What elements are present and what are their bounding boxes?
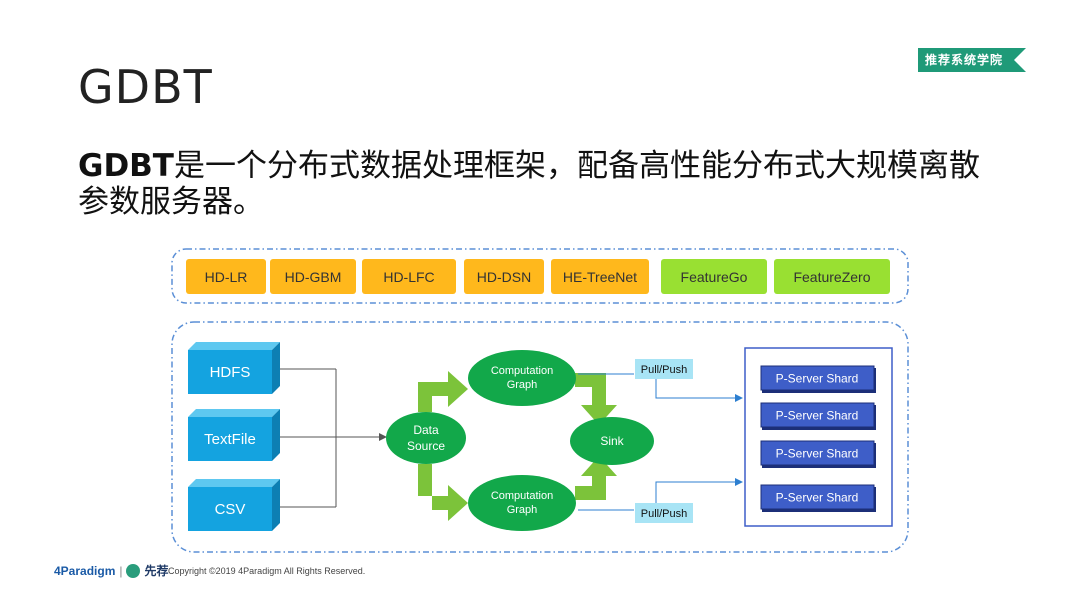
source-box-csv: CSV (188, 479, 280, 531)
description: GDBT是一个分布式数据处理框架，配备高性能分布式大规模离散参数服务器。 (78, 148, 1008, 220)
pull-push-top: Pull/Push (635, 359, 693, 379)
algorithm-label: FeatureZero (793, 269, 870, 285)
description-bold: GDBT (78, 148, 174, 184)
data-source-label-2: Source (407, 439, 445, 453)
graph-bottom-label-2: Graph (507, 504, 538, 516)
server-shard-3: P-Server Shard (760, 440, 876, 468)
algorithm-label: HD-DSN (477, 269, 531, 285)
algorithm-box-hd-lfc: HD-LFC (362, 259, 456, 294)
logo-separator: | (119, 563, 123, 578)
algorithm-box-hd-gbm: HD-GBM (270, 259, 356, 294)
algorithm-box-featurezero: FeatureZero (774, 259, 890, 294)
node-computation-graph-top: Computation Graph (468, 350, 576, 406)
flow-arrows (418, 371, 617, 521)
copyright: Copyright ©2019 4Paradigm All Rights Res… (168, 566, 366, 576)
footer-logo: 4Paradigm | 先荐 (54, 562, 169, 579)
data-source-label-1: Data (413, 423, 439, 437)
graph-top-label-1: Computation (491, 365, 553, 377)
algorithm-box-he-treenet: HE-TreeNet (551, 259, 649, 294)
xianjian-logo-icon (126, 563, 141, 578)
node-sink: Sink (570, 417, 654, 465)
server-shard-label: P-Server Shard (776, 409, 859, 423)
server-shard-label: P-Server Shard (776, 491, 859, 505)
server-connectors (578, 373, 743, 511)
algorithm-label: HD-LFC (383, 269, 434, 285)
source-connectors (280, 368, 387, 508)
server-shard-label: P-Server Shard (776, 372, 859, 386)
algorithm-box-hd-dsn: HD-DSN (464, 259, 544, 294)
pull-push-bottom-label: Pull/Push (641, 508, 687, 520)
algorithm-label: FeatureGo (681, 269, 748, 285)
algorithm-label: HD-GBM (285, 269, 342, 285)
paradigm-logo-text: 4Paradigm (54, 563, 116, 578)
algorithm-box-featurego: FeatureGo (661, 259, 767, 294)
page-title: GDBT (78, 60, 213, 114)
algorithm-box-hd-lr: HD-LR (186, 259, 266, 294)
pull-push-bottom: Pull/Push (635, 503, 693, 523)
algorithms-container (171, 248, 909, 304)
xianjian-logo-text: 先荐 (144, 564, 169, 578)
source-label: TextFile (204, 431, 256, 448)
node-computation-graph-bottom: Computation Graph (468, 475, 576, 531)
server-shard-1: P-Server Shard (760, 365, 876, 393)
server-shard-4: P-Server Shard (760, 484, 876, 512)
node-data-source: Data Source (386, 412, 466, 464)
algorithm-label: HD-LR (205, 269, 248, 285)
source-box-textfile: TextFile (188, 409, 280, 461)
source-box-hdfs: HDFS (188, 342, 280, 394)
graph-bottom-label-1: Computation (491, 490, 553, 502)
server-shard-label: P-Server Shard (776, 447, 859, 461)
graph-top-label-2: Graph (507, 379, 538, 391)
pull-push-top-label: Pull/Push (641, 364, 687, 376)
academy-badge: 推荐系统学院 (918, 48, 1026, 72)
algorithm-label: HE-TreeNet (563, 269, 637, 285)
sink-label: Sink (600, 434, 624, 448)
source-label: HDFS (210, 364, 251, 381)
server-shard-2: P-Server Shard (760, 402, 876, 430)
source-label: CSV (215, 501, 246, 518)
description-text: 是一个分布式数据处理框架，配备高性能分布式大规模离散参数服务器。 (78, 148, 980, 220)
engine-container (171, 321, 909, 553)
